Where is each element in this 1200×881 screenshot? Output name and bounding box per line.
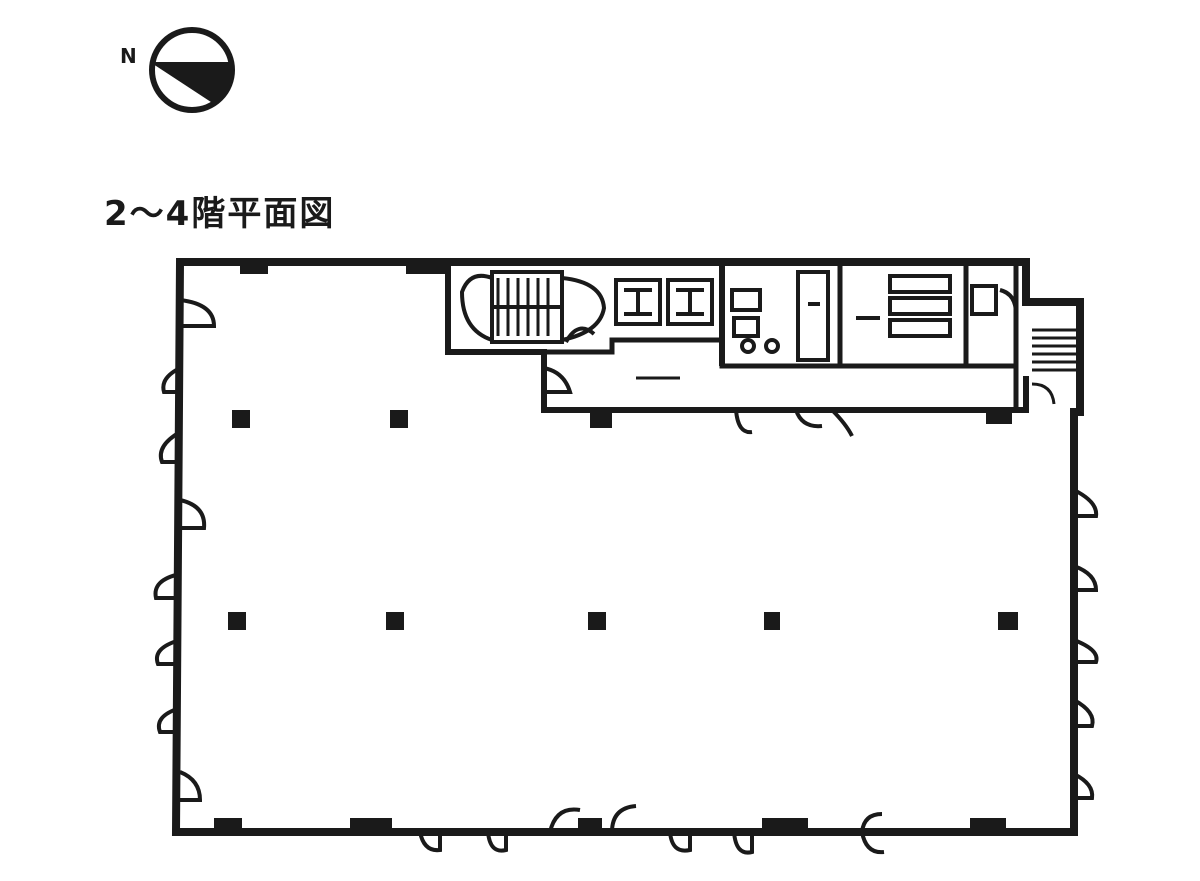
outer-wall bbox=[171, 258, 1084, 836]
core-area bbox=[445, 262, 1029, 413]
toilet-area-1 bbox=[730, 270, 830, 362]
floor-plan-title: 2～4階平面図 bbox=[104, 194, 336, 234]
columns bbox=[228, 410, 1018, 630]
elevators bbox=[614, 278, 714, 326]
north-compass-icon bbox=[149, 27, 235, 113]
window-marks bbox=[214, 262, 1012, 832]
north-label: N bbox=[120, 44, 137, 68]
toilet-area-2 bbox=[856, 274, 1018, 338]
stair-main bbox=[459, 270, 607, 344]
door-swings bbox=[153, 298, 1099, 855]
stair-secondary bbox=[1031, 328, 1076, 405]
